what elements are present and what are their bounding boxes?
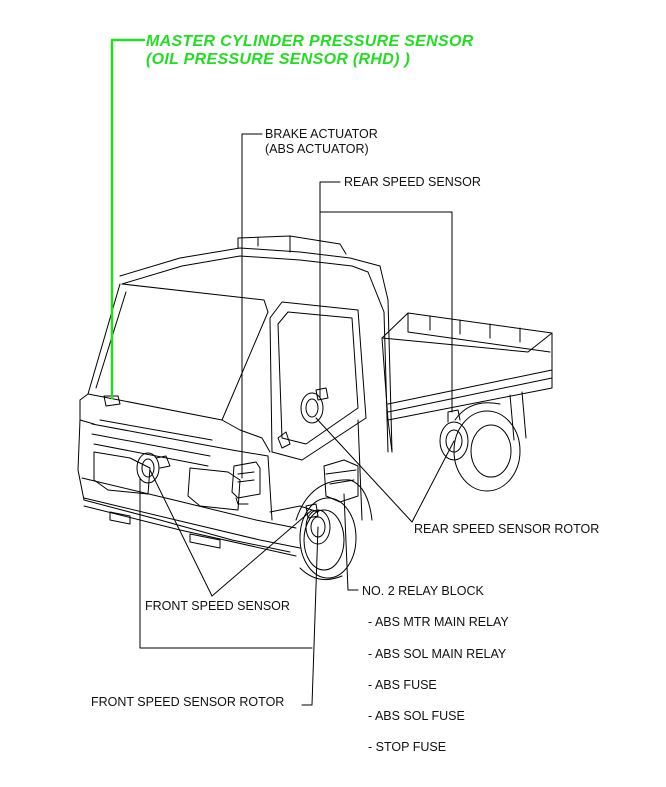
cargo-bed <box>381 312 553 453</box>
relay-item-abs-mtr-main-relay: - ABS MTR MAIN RELAY <box>368 615 509 629</box>
cab-body <box>77 235 393 557</box>
front-speed-sensor-label: FRONT SPEED SENSOR <box>145 599 290 613</box>
rear-speed-sensor-label: REAR SPEED SENSOR <box>344 175 481 189</box>
front-wheel <box>299 497 357 581</box>
relay-block-label: NO. 2 RELAY BLOCK <box>362 584 484 598</box>
front-speed-sensor-rotor-label: FRONT SPEED SENSOR ROTOR <box>91 695 285 709</box>
components <box>103 387 359 519</box>
rear-wheel <box>439 402 521 492</box>
master-cylinder-pressure-sensor-label: MASTER CYLINDER PRESSURE SENSOR <box>146 33 474 50</box>
relay-item-abs-fuse: - ABS FUSE <box>368 678 437 692</box>
relay-item-abs-sol-fuse: - ABS SOL FUSE <box>368 709 465 723</box>
abs-actuator-label: (ABS ACTUATOR) <box>265 142 369 156</box>
brake-actuator-label: BRAKE ACTUATOR <box>265 127 378 141</box>
relay-item-stop-fuse: - STOP FUSE <box>368 740 447 754</box>
callout-lines <box>110 38 455 706</box>
rear-speed-sensor-rotor-label: REAR SPEED SENSOR ROTOR <box>414 522 600 536</box>
oil-pressure-sensor-label: (OIL PRESSURE SENSOR (RHD) ) <box>146 51 411 68</box>
relay-item-abs-sol-main-relay: - ABS SOL MAIN RELAY <box>368 647 507 661</box>
